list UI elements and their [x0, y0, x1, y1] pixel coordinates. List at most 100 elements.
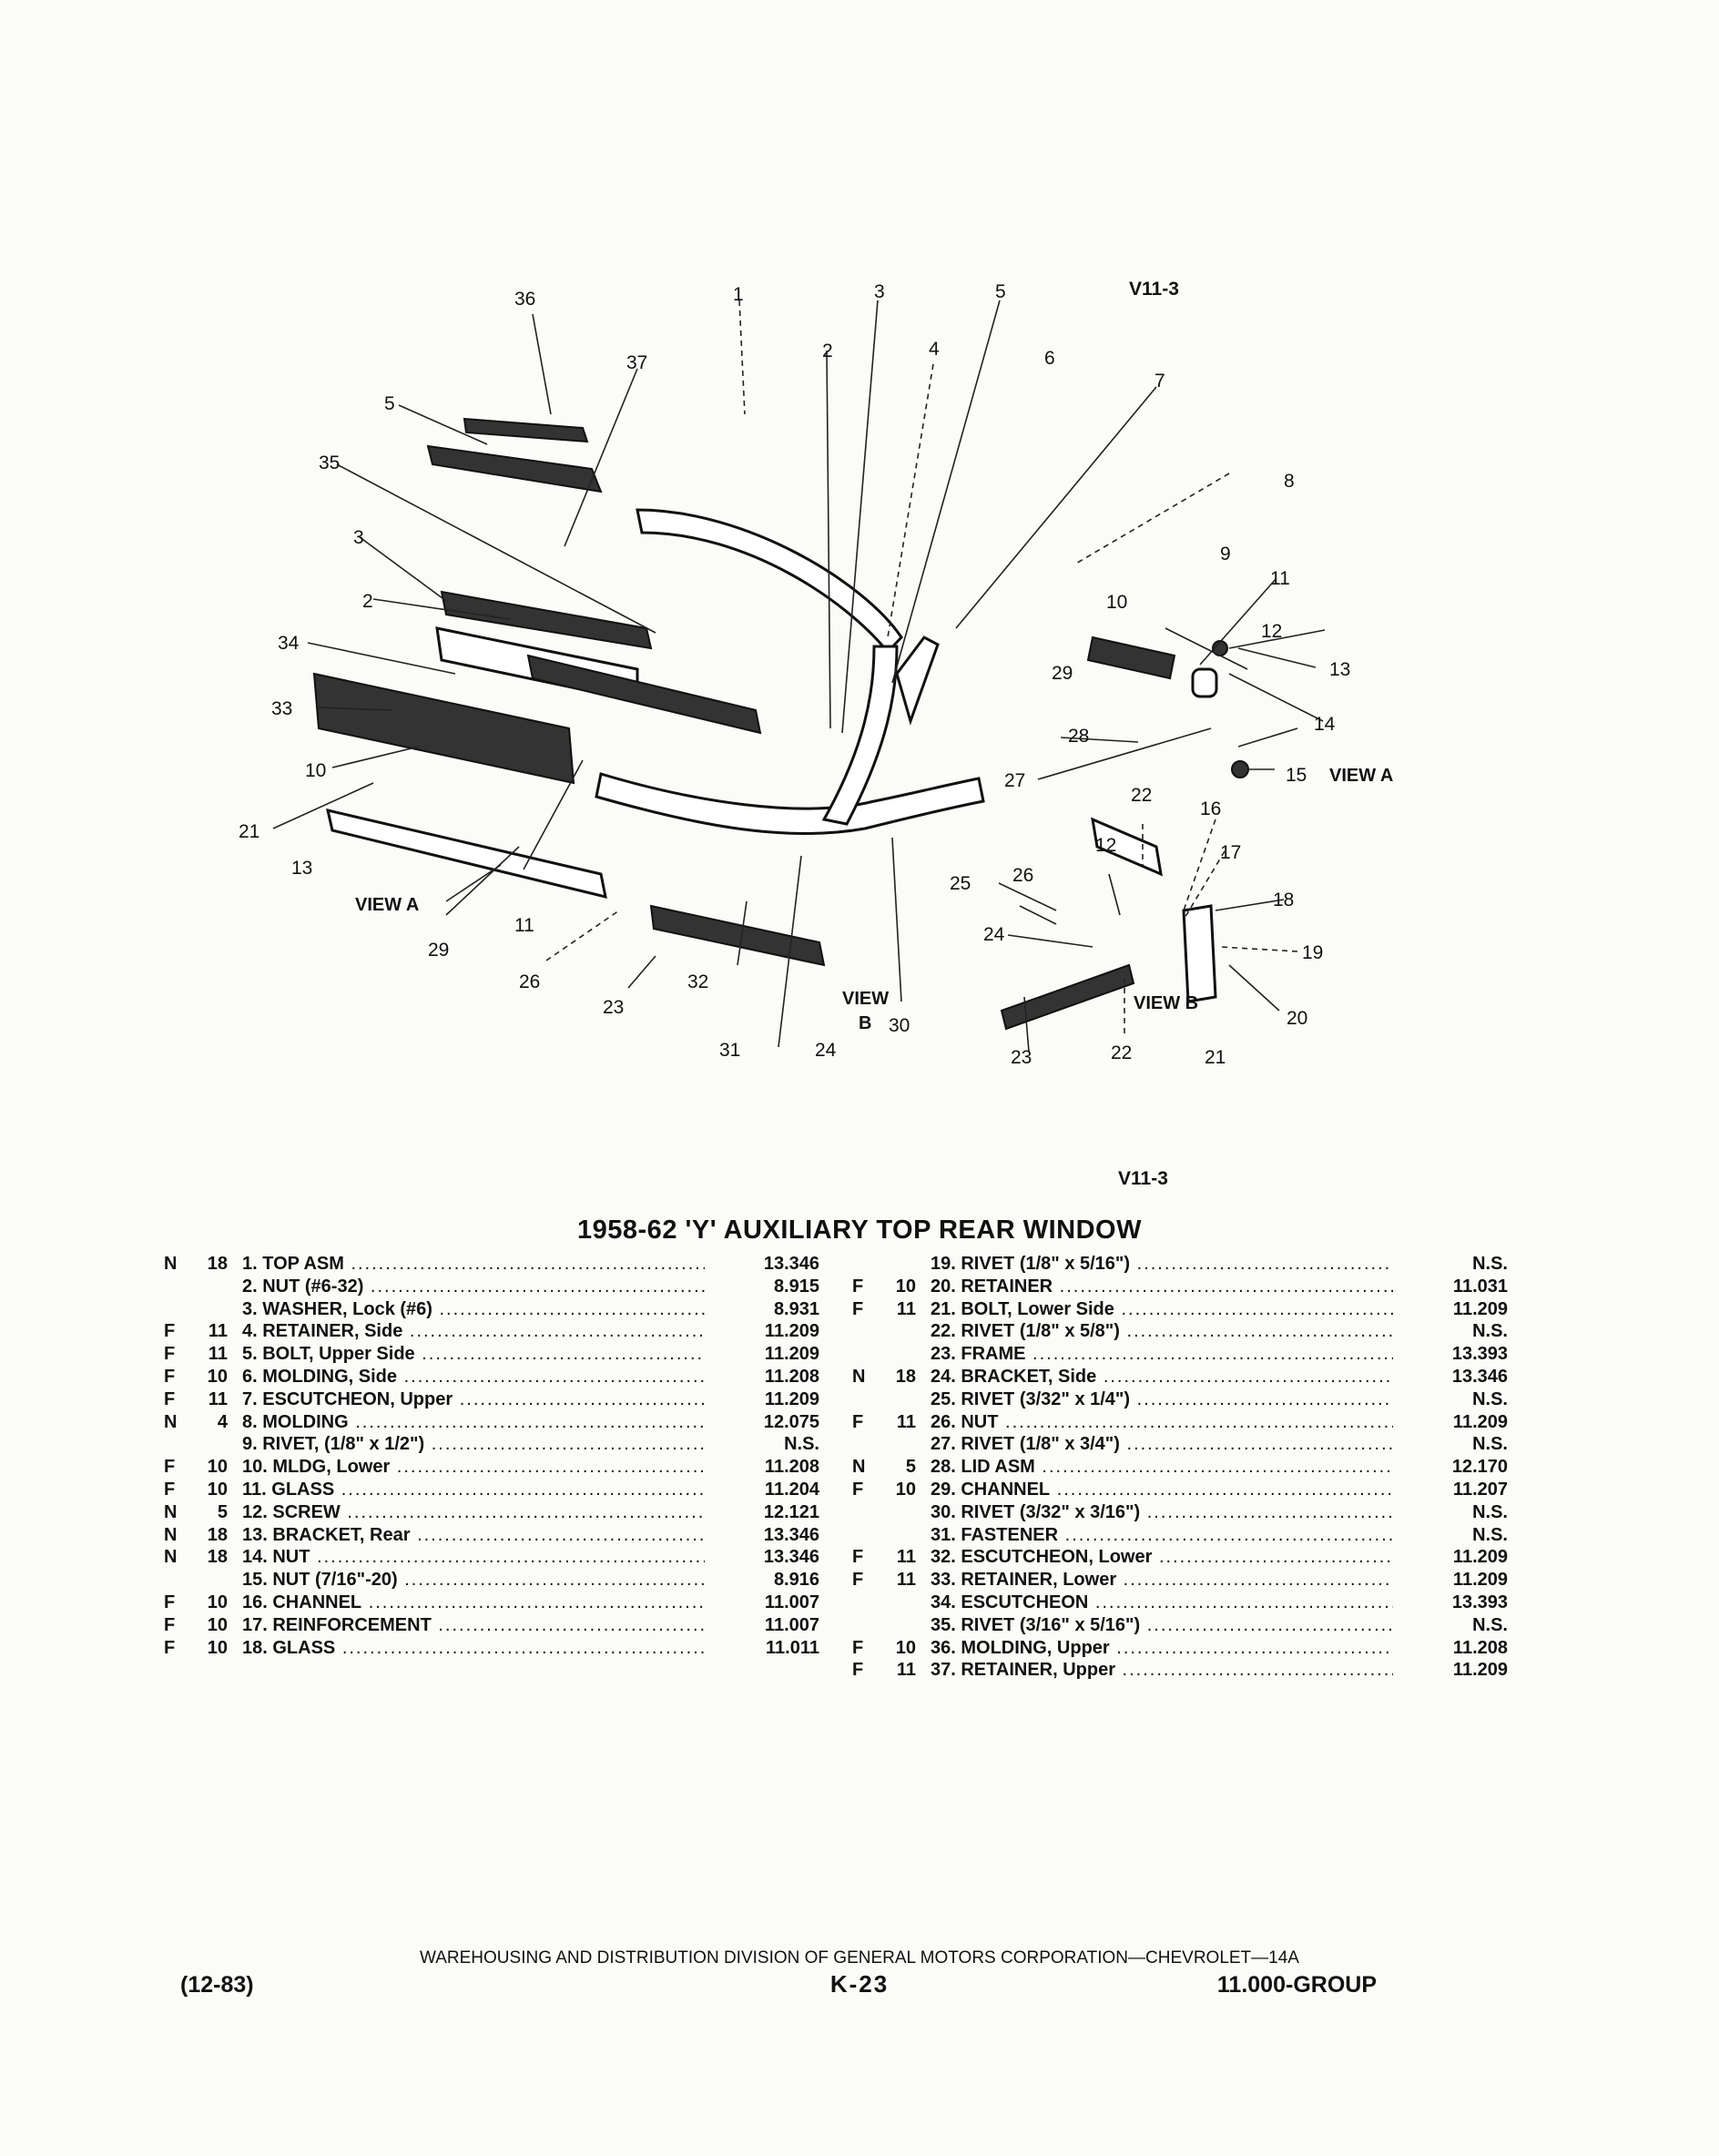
molding-side-strip [440, 590, 653, 650]
part-group-number: 12.075 [705, 1410, 819, 1434]
exploded-parts-diagram: 36 1 3 5 37 2 4 6 7 5 8 35 3 9 11 10 12 … [239, 281, 1393, 1068]
part-group-number: 11.209 [705, 1343, 819, 1366]
top-frame-rail [636, 508, 903, 655]
part-description: 1. TOP ASM [242, 1253, 734, 1276]
callout-12: 12 [1261, 621, 1282, 642]
part-description: 15. NUT (7/16"-20) [242, 1569, 734, 1592]
callout-2: 2 [822, 341, 833, 361]
part-code: N [164, 1254, 178, 1274]
part-row: 23. FRAME13.393 [852, 1343, 1508, 1366]
lower-frame-rail [595, 772, 985, 835]
part-code: N [164, 1501, 178, 1522]
part-description: 14. NUT [242, 1546, 734, 1569]
callout-20: 20 [1287, 1008, 1307, 1029]
part-description: 16. CHANNEL [242, 1592, 734, 1614]
part-code: N [164, 1524, 178, 1545]
molding-upper-strip [426, 444, 603, 493]
callout-7: 7 [1154, 371, 1165, 392]
part-level: 11 [896, 1547, 916, 1568]
part-group-number: 11.204 [705, 1478, 819, 1501]
part-row: N48. MOLDING12.075 [164, 1410, 819, 1434]
part-code: F [852, 1547, 864, 1568]
part-description: 20. RETAINER [931, 1276, 1422, 1298]
part-description: 26. NUT [931, 1411, 1422, 1434]
part-description: 7. ESCUTCHEON, Upper [242, 1388, 734, 1411]
view-b-glass [1182, 904, 1217, 1003]
part-description: 5. BOLT, Upper Side [242, 1343, 734, 1366]
callout-29b: 29 [428, 940, 449, 961]
part-level: 18 [207, 1254, 228, 1274]
part-level: 11 [208, 1321, 228, 1342]
part-description: 24. BRACKET, Side [931, 1366, 1422, 1388]
callout-22: 22 [1131, 785, 1152, 806]
part-level: 11 [208, 1344, 228, 1365]
part-code: N [164, 1411, 178, 1432]
callout-6: 6 [1044, 348, 1055, 369]
part-description: 6. MOLDING, Side [242, 1366, 734, 1388]
callout-8: 8 [1284, 471, 1295, 492]
part-group-number: 11.209 [1393, 1297, 1508, 1321]
escutcheon-strip [526, 654, 762, 735]
callout-11b: 11 [514, 915, 534, 936]
part-level: 4 [217, 1411, 228, 1432]
part-group-number: 11.208 [705, 1365, 819, 1388]
part-description: 31. FASTENER [931, 1524, 1422, 1547]
part-code: F [852, 1276, 864, 1297]
part-code: F [852, 1637, 864, 1658]
diagram-code-bottom: V11-3 [1118, 1168, 1168, 1189]
part-group-number: 11.209 [705, 1320, 819, 1344]
view-a-label-right: VIEW A [1329, 766, 1393, 786]
part-description: 25. RIVET (3/32" x 1/4") [931, 1388, 1422, 1411]
part-group-number: 8.915 [705, 1275, 819, 1298]
callout-9: 9 [1220, 544, 1231, 564]
callout-5: 5 [995, 281, 1006, 302]
callout-10b: 10 [305, 760, 326, 781]
callout-1: 1 [733, 284, 744, 305]
callout-5b: 5 [384, 393, 395, 414]
view-b-channel [1091, 817, 1163, 877]
callout-labels: 36 1 3 5 37 2 4 6 7 5 8 35 3 9 11 10 12 … [239, 281, 1393, 1068]
callout-11: 11 [1270, 568, 1290, 589]
footer-date: (12-83) [180, 1972, 254, 1998]
part-description: 33. RETAINER, Lower [931, 1569, 1422, 1592]
callout-22b: 22 [1111, 1042, 1132, 1063]
part-description: 23. FRAME [931, 1343, 1422, 1366]
molding-upper-top [463, 417, 589, 443]
part-group-number: N.S. [1393, 1613, 1508, 1637]
part-code: F [852, 1660, 864, 1681]
view-a-label-left: VIEW A [355, 895, 419, 915]
callout-17: 17 [1220, 842, 1241, 863]
part-row: 22. RIVET (1/8" x 5/8")N.S. [852, 1320, 1508, 1344]
callout-26: 26 [1012, 865, 1033, 886]
part-group-number: 13.346 [705, 1546, 819, 1570]
part-group-number: 13.393 [1393, 1343, 1508, 1366]
escutcheon-lower-strip [649, 904, 826, 967]
part-code: N [852, 1366, 866, 1387]
callout-35: 35 [319, 453, 340, 473]
part-row: 30. RIVET (3/32" x 3/16")N.S. [852, 1500, 1508, 1524]
part-row: 25. RIVET (3/32" x 1/4")N.S. [852, 1388, 1508, 1411]
part-description: 4. RETAINER, Side [242, 1320, 734, 1343]
callout-28: 28 [1068, 726, 1089, 747]
page-title: 1958-62 'Y' AUXILIARY TOP REAR WINDOW [577, 1215, 1142, 1245]
part-code: N [852, 1457, 866, 1478]
part-level: 11 [896, 1298, 916, 1319]
part-level: 5 [905, 1457, 916, 1478]
part-description: 32. ESCUTCHEON, Lower [931, 1546, 1422, 1569]
lower-molding-strip [312, 672, 575, 785]
part-level: 10 [207, 1366, 228, 1387]
part-description: 3. WASHER, Lock (#6) [242, 1298, 734, 1321]
callout-3: 3 [874, 281, 885, 302]
part-description: 13. BRACKET, Rear [242, 1524, 734, 1547]
part-group-number: 13.393 [1393, 1591, 1508, 1614]
